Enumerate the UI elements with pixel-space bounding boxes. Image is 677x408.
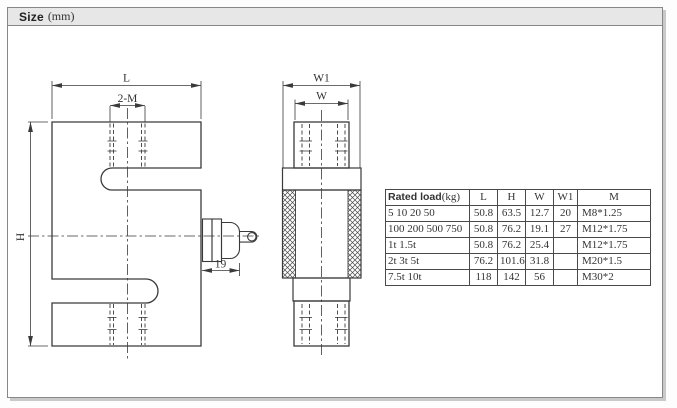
front-thread-top-ticks [107, 140, 148, 152]
cell-L: 76.2 [469, 253, 498, 270]
cell-W: 19.1 [525, 221, 554, 238]
table-row: 7.5t 10t 118 142 56 M30*2 [385, 269, 651, 286]
table-row: 100 200 500 750 50.8 76.2 19.1 27 M12*1.… [385, 221, 651, 238]
side-boot-hatch-left [282, 189, 296, 279]
cell-M: M30*2 [577, 269, 651, 286]
front-body-outline [51, 121, 202, 347]
cell-M: M20*1.5 [577, 253, 651, 270]
dim-H [28, 121, 48, 347]
cell-L: 50.8 [469, 221, 498, 238]
spec-table: Rated load(kg) L H W W1 M 5 10 20 50 50.… [385, 189, 651, 286]
dim-label-L: L [123, 73, 130, 85]
cell-L: 50.8 [469, 237, 498, 254]
front-thread-bottom [109, 304, 146, 345]
dimension-labels: L 2-M H 19 W1 W [15, 73, 330, 271]
cell-H: 63.5 [497, 205, 526, 222]
cable-connector [201, 218, 258, 263]
side-thread-bottom-ticks [299, 317, 348, 330]
header-bar: Size (mm) [7, 7, 663, 26]
cell-W: 56 [525, 269, 554, 286]
dim-label-H: H [15, 233, 27, 241]
dim-W [294, 99, 349, 120]
front-thread-bottom-ticks [107, 317, 148, 330]
cell-L: 50.8 [469, 205, 498, 222]
col-header-W: W [525, 189, 554, 206]
cell-load: 1t 1.5t [385, 237, 470, 254]
cell-load: 2t 3t 5t [385, 253, 470, 270]
dim-label-W: W [316, 91, 327, 103]
cell-load: 5 10 20 50 [385, 205, 470, 222]
dim-W1 [282, 81, 361, 168]
cell-M: M12*1.75 [577, 221, 651, 238]
table-row: 1t 1.5t 50.8 76.2 25.4 M12*1.75 [385, 237, 651, 254]
dim-label-19: 19 [215, 259, 227, 271]
cell-M: M12*1.75 [577, 237, 651, 254]
front-thread-top [109, 123, 146, 167]
dim-L [51, 81, 202, 119]
cell-W: 12.7 [525, 205, 554, 222]
side-view [281, 81, 362, 358]
side-thread-bottom [301, 304, 346, 344]
cell-W: 31.8 [525, 253, 554, 270]
col-header-W1: W1 [553, 189, 578, 206]
table-header-row: Rated load(kg) L H W W1 M [385, 189, 651, 206]
front-view [28, 81, 260, 360]
cell-L: 118 [469, 269, 498, 286]
cell-H: 76.2 [497, 221, 526, 238]
cell-M: M8*1.25 [577, 205, 651, 222]
cell-load: 7.5t 10t [385, 269, 470, 286]
side-thread-top [301, 124, 346, 166]
cell-H: 101.6 [497, 253, 526, 270]
dim-19 [202, 263, 240, 276]
col-header-rated-load: Rated load(kg) [385, 189, 470, 206]
side-boot-hatch-right [347, 189, 362, 279]
page-title-unit: (mm) [47, 9, 75, 23]
cell-W1: 27 [553, 221, 578, 238]
front-centerlines [28, 108, 260, 360]
cell-W1: 20 [553, 205, 578, 222]
table-row: 5 10 20 50 50.8 63.5 12.7 20 M8*1.25 [385, 205, 651, 222]
cell-W1 [553, 269, 578, 286]
col-header-L: L [469, 189, 498, 206]
col-header-H: H [497, 189, 526, 206]
col-header-M: M [577, 189, 651, 206]
dim-label-W1: W1 [313, 73, 330, 85]
dim-label-2M: 2-M [118, 93, 138, 105]
page-title: Size [19, 9, 44, 24]
cell-W1 [553, 253, 578, 270]
side-thread-top-ticks [299, 140, 348, 152]
cell-W: 25.4 [525, 237, 554, 254]
cell-H: 76.2 [497, 237, 526, 254]
table-row: 2t 3t 5t 76.2 101.6 31.8 M20*1.5 [385, 253, 651, 270]
cell-load: 100 200 500 750 [385, 221, 470, 238]
cell-H: 142 [497, 269, 526, 286]
cell-W1 [553, 237, 578, 254]
dim-2M [109, 103, 146, 122]
